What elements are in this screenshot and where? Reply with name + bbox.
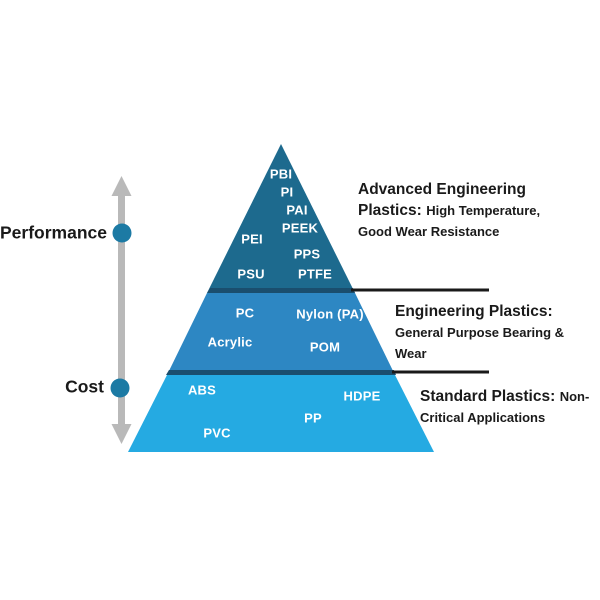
axis-arrow-shaft <box>118 192 125 428</box>
pyramid-tier-bottom <box>128 375 434 452</box>
material-label-pc: PC <box>235 305 255 321</box>
cost-dot <box>110 378 130 398</box>
material-label-pei: PEI <box>241 231 263 247</box>
material-label-pvc: PVC <box>203 425 231 441</box>
tier-divider-band-2 <box>166 370 396 375</box>
material-label-pai: PAI <box>286 202 308 218</box>
material-label-hdpe: HDPE <box>343 388 381 404</box>
material-label-acrylic: Acrylic <box>207 334 253 350</box>
material-label-abs: ABS <box>187 382 217 398</box>
pyramid-tier-middle <box>167 293 395 375</box>
material-label-ptfe: PTFE <box>297 266 333 282</box>
pyramid-tier-top <box>207 144 355 293</box>
performance-label: Performance <box>0 222 107 243</box>
arrow-down-icon <box>111 424 132 444</box>
arrow-up-icon <box>111 176 132 196</box>
material-label-psu: PSU <box>237 266 265 282</box>
material-label-pom: POM <box>309 339 341 355</box>
material-label-pbi: PBI <box>269 166 293 182</box>
annotation-description: Non-Critical Applications <box>420 389 590 425</box>
annotation-description: General Purpose Bearing & Wear <box>395 325 565 361</box>
material-label-nylon: Nylon (PA) <box>296 306 364 322</box>
material-label-pp: PP <box>304 410 322 426</box>
annotation-advanced-engineering: Advanced Engineering Plastics: High Temp… <box>358 179 563 242</box>
annotation-description: High Temperature, Good Wear Resistance <box>358 203 541 239</box>
annotation-standard: Standard Plastics: Non-Critical Applicat… <box>420 386 598 428</box>
annotation-title: Standard Plastics: <box>420 388 556 405</box>
annotation-title: Engineering Plastics: <box>395 303 553 320</box>
material-label-pi: PI <box>280 184 294 200</box>
cost-label: Cost <box>65 376 104 397</box>
material-label-pps: PPS <box>293 246 321 262</box>
annotation-engineering: Engineering Plastics: General Purpose Be… <box>395 301 567 364</box>
material-label-peek: PEEK <box>281 220 319 236</box>
annotation-title: Advanced Engineering Plastics: <box>358 181 526 219</box>
tier-divider-band-1 <box>207 288 355 293</box>
performance-dot <box>112 223 132 243</box>
